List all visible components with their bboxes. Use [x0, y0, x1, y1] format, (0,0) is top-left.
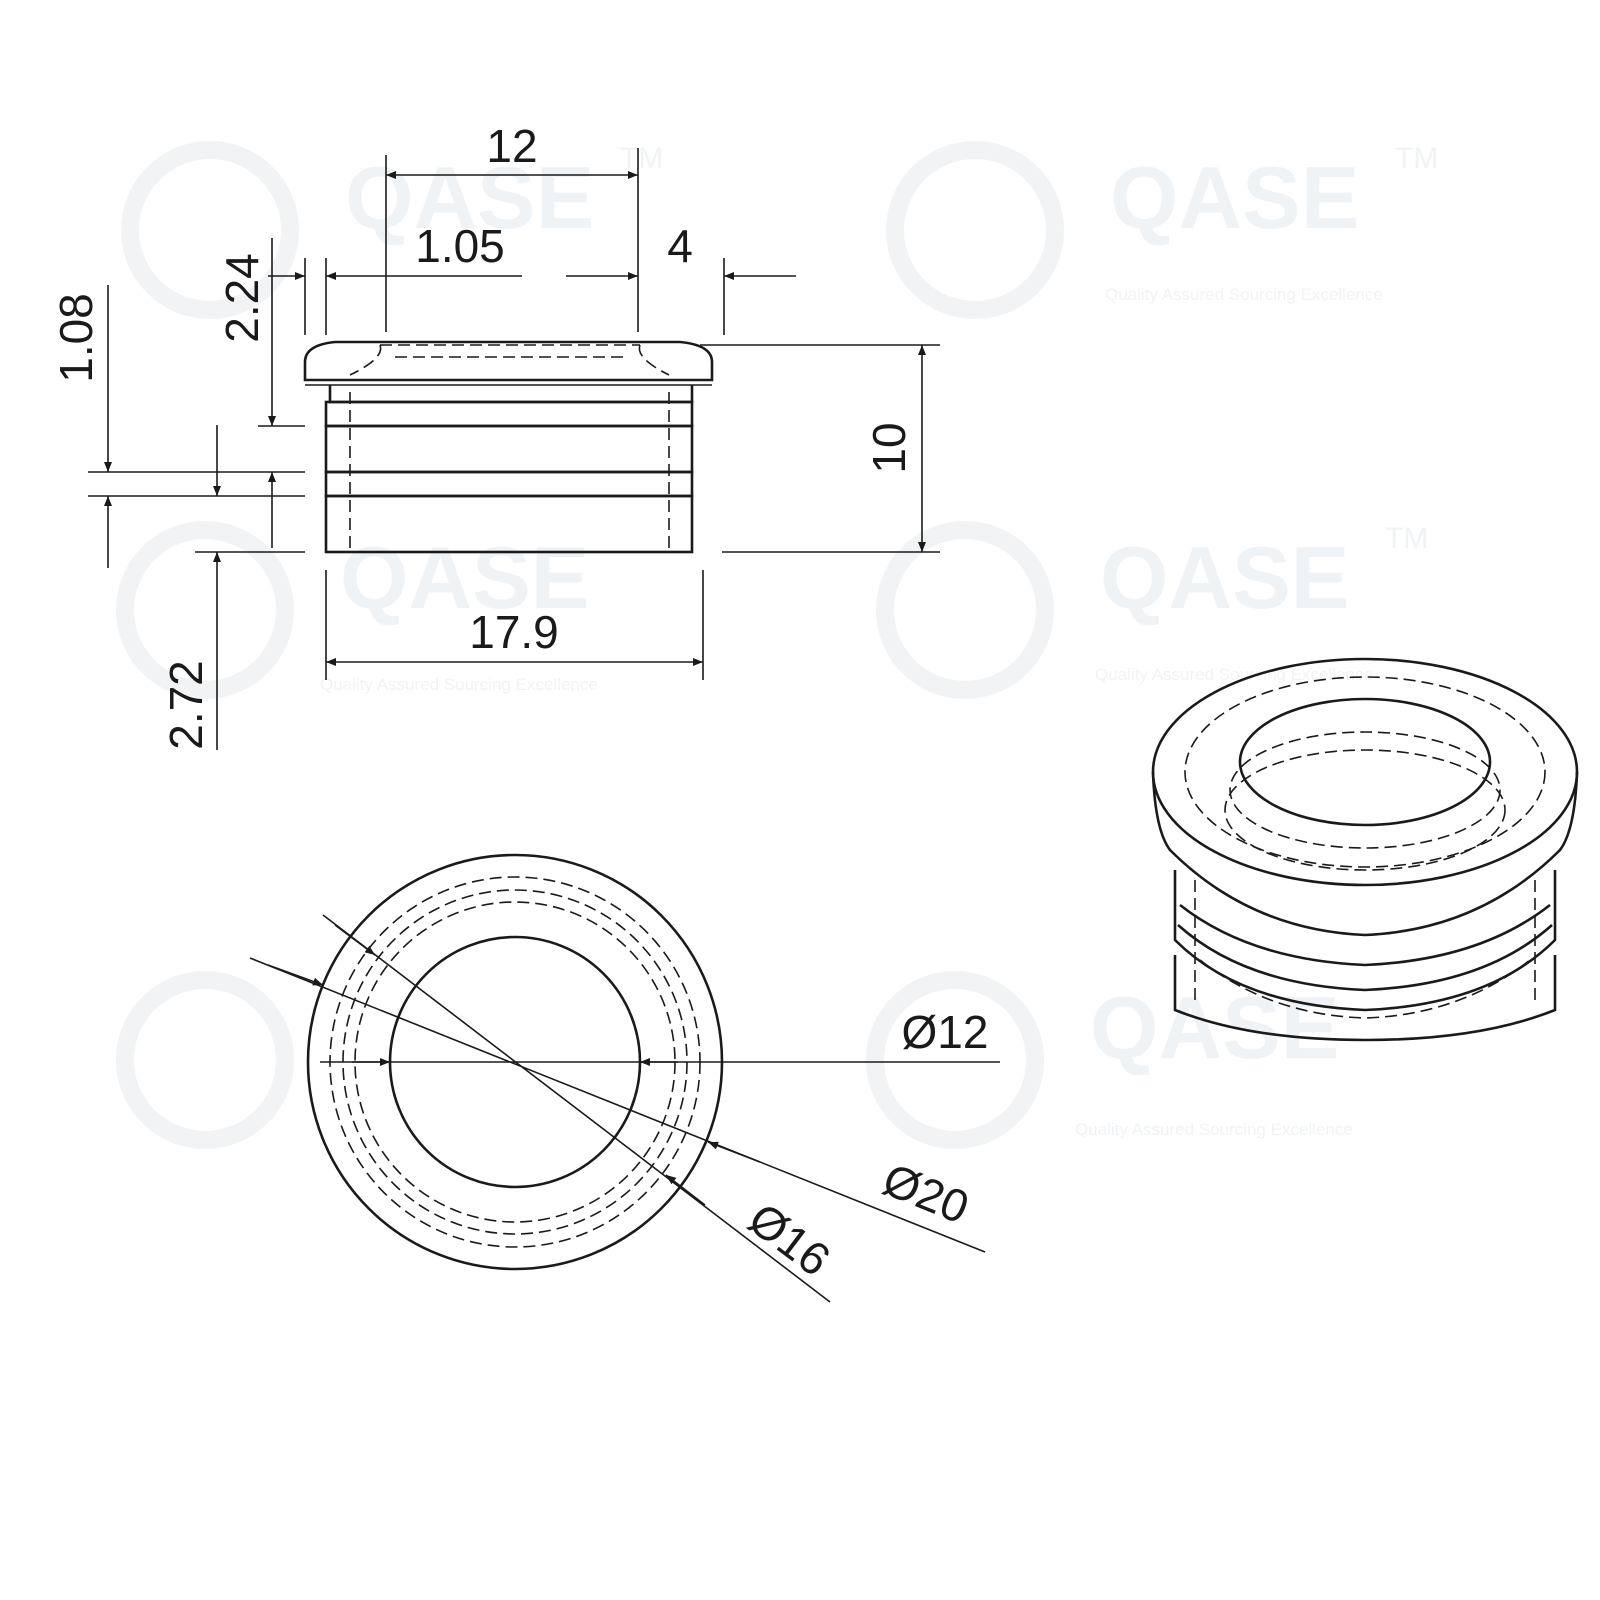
side-view: 12 1.05 4 10 17.9 2.24 1.08 2.72 — [50, 120, 940, 750]
dim-bottom-band: 2.72 — [160, 660, 212, 750]
watermark-logo-2: QASE TM Quality Assured Sourcing Excelle… — [886, 141, 1438, 319]
watermark-tm-1: TM — [620, 142, 663, 175]
dim-total-height: 10 — [863, 422, 915, 473]
dim-top-width: 12 — [486, 120, 537, 172]
dim-groove-height: 2.24 — [216, 253, 268, 343]
dim-lip-overhang: 4 — [667, 220, 693, 272]
watermark-logo-1: QASE TM — [121, 141, 663, 319]
watermark-logo-5 — [116, 971, 294, 1149]
watermark-brand-6: QASE — [1090, 978, 1339, 1077]
dim-groove-gap: 1.08 — [50, 293, 102, 383]
dim-inner-diameter: Ø12 — [902, 1006, 989, 1058]
iso-inner-opening — [1238, 697, 1492, 827]
watermark-logo-4: QASE TM Quality Assured Sourcing Excelle… — [876, 521, 1428, 699]
watermark-brand-2: QASE — [1110, 148, 1359, 247]
watermark-brand-3: QASE — [340, 528, 589, 627]
watermark-tm-4: TM — [1385, 522, 1428, 555]
watermark-logo-3: QASE Quality Assured Sourcing Excellence — [116, 521, 598, 699]
top-view: Ø12 Ø20 Ø16 — [249, 853, 1000, 1303]
watermark-tagline-3: Quality Assured Sourcing Excellence — [320, 675, 598, 694]
dim-outer-diameter: Ø20 — [876, 1153, 976, 1234]
watermark-tagline-4: Quality Assured Sourcing Excellence — [1095, 665, 1373, 684]
watermark-tm-2: TM — [1395, 142, 1438, 175]
isometric-view — [1151, 657, 1579, 1042]
side-view-band-1 — [324, 400, 694, 428]
side-view-band-3 — [324, 470, 694, 498]
watermark-brand-4: QASE — [1100, 528, 1349, 627]
side-view-band-4 — [324, 494, 694, 554]
watermark-logo-6: QASE Quality Assured Sourcing Excellence — [866, 971, 1353, 1149]
dim-lip-offset: 1.05 — [415, 220, 505, 272]
dim-body-width: 17.9 — [469, 606, 559, 658]
iso-lip-outer — [1151, 657, 1579, 887]
watermark-group: QASE TM QASE TM Quality Assured Sourcing… — [116, 141, 1438, 1149]
watermark-tagline-2: Quality Assured Sourcing Excellence — [1105, 285, 1383, 304]
watermark-tagline-6: Quality Assured Sourcing Excellence — [1075, 1120, 1353, 1139]
side-view-cap — [303, 340, 714, 382]
side-view-band-2 — [324, 424, 694, 474]
